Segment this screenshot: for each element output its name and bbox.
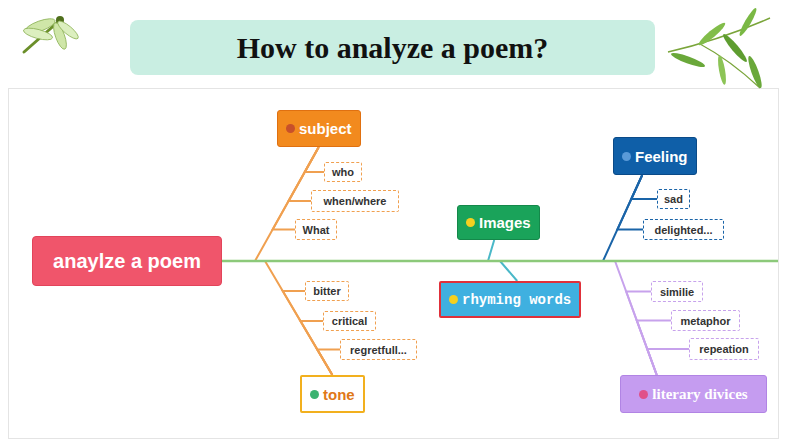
branch-line [222, 240, 494, 261]
branch-line [647, 349, 689, 375]
category-box: rhyming words [439, 281, 581, 318]
item-box: bitter [305, 281, 349, 301]
title: How to analyze a poem? [237, 31, 549, 65]
node-label: bitter [313, 285, 341, 297]
category-box: Feeling [613, 137, 697, 175]
item-box: similie [651, 281, 703, 302]
branch-line [222, 175, 642, 261]
node-label: regretfull... [350, 344, 407, 356]
branch-line [273, 147, 319, 230]
node-icon [622, 152, 631, 161]
branch-line [617, 175, 643, 230]
category-box: Images [457, 205, 540, 240]
branch-line [222, 261, 657, 375]
item-box: who [324, 162, 362, 182]
frame [9, 89, 779, 439]
branch-line [222, 261, 332, 375]
node-label: Images [479, 214, 531, 231]
node-label: sad [664, 193, 683, 205]
node-label: metaphor [680, 315, 730, 327]
root-box: anaylze a poem [32, 236, 222, 286]
node-label: Feeling [635, 148, 688, 165]
node-label: similie [660, 286, 694, 298]
category-box: subject [277, 110, 361, 147]
item-box: regretfull... [340, 339, 417, 360]
node-label: when/where [324, 195, 387, 207]
item-box: metaphor [671, 310, 740, 331]
dragonfly [22, 16, 80, 52]
node-icon [310, 390, 319, 399]
branch-line [631, 175, 657, 199]
node-icon [449, 295, 458, 304]
spine-line [222, 260, 778, 263]
bamboo-leaves [668, 7, 770, 90]
node-label: literary divices [652, 386, 747, 403]
node-label: What [303, 224, 330, 236]
item-box: when/where [311, 190, 399, 212]
branch-line [222, 147, 319, 261]
node-label: repeation [699, 343, 749, 355]
item-box: delighted... [643, 219, 724, 240]
node-icon [286, 124, 295, 133]
category-box: tone [300, 375, 365, 413]
item-box: sad [657, 189, 690, 209]
category-box: literary divices [620, 375, 767, 413]
branch-line [222, 261, 517, 281]
node-label: critical [332, 315, 367, 327]
node-label: rhyming words [462, 292, 571, 308]
node-label: tone [323, 386, 355, 403]
item-box: repeation [689, 338, 759, 360]
branch-line [317, 350, 340, 376]
node-label: delighted... [654, 224, 712, 236]
node-label: anaylze a poem [53, 250, 201, 273]
node-icon [466, 218, 475, 227]
item-box: critical [323, 311, 376, 331]
node-icon [639, 390, 648, 399]
node-label: who [332, 166, 354, 178]
title-banner: How to analyze a poem? [130, 20, 655, 75]
node-label: subject [299, 120, 352, 137]
item-box: What [295, 219, 337, 240]
